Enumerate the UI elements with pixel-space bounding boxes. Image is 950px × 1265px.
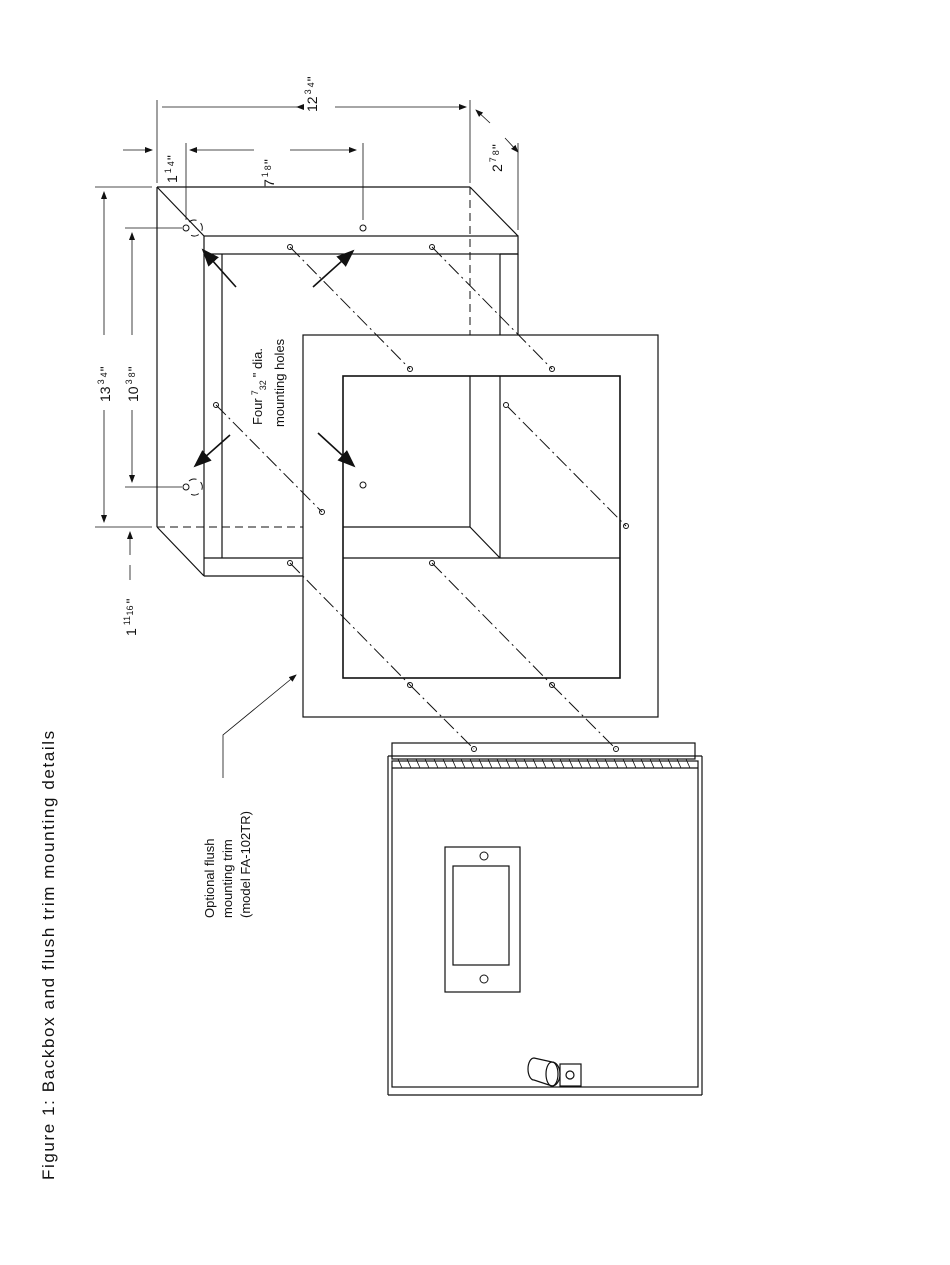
svg-text:114": 114"	[163, 155, 180, 183]
hinge-tick	[524, 759, 528, 768]
dim-left-offset: 114"	[163, 155, 180, 183]
hinge-tick	[578, 759, 582, 768]
hinge-tick	[542, 759, 546, 768]
hinge-tick	[632, 759, 636, 768]
door-panel	[388, 743, 702, 1095]
hinge-tick	[641, 759, 645, 768]
hinge-tick	[668, 759, 672, 768]
hinge-tick	[443, 759, 447, 768]
display-window	[445, 847, 520, 992]
hinge-tick	[569, 759, 573, 768]
hinge-tick	[407, 759, 411, 768]
hinge-tick	[470, 759, 474, 768]
keyhole-top	[183, 220, 202, 236]
hinge-tick	[605, 759, 609, 768]
door-lock	[528, 1058, 581, 1086]
hinge-tick	[452, 759, 456, 768]
hinge-tick	[659, 759, 663, 768]
hinge-tick	[686, 759, 690, 768]
hinge-tick	[434, 759, 438, 768]
svg-text:1234": 1234"	[303, 76, 320, 112]
svg-text:278": 278"	[488, 144, 505, 172]
hinge-tick	[425, 759, 429, 768]
figure-caption: Figure 1: Backbox and flush trim mountin…	[39, 729, 58, 1180]
hinge-tick	[560, 759, 564, 768]
svg-text:Four732" dia.: Four732" dia.	[250, 348, 268, 425]
hinge-tick	[650, 759, 654, 768]
hinge-tick	[614, 759, 618, 768]
svg-text:718": 718"	[260, 159, 277, 187]
svg-text:11116": 11116"	[122, 599, 139, 637]
svg-text:1334": 1334"	[96, 366, 113, 402]
hinge-tick	[488, 759, 492, 768]
hinge-tick	[416, 759, 420, 768]
hinge-tick	[677, 759, 681, 768]
dim-inner-height: 1038"	[124, 366, 141, 402]
svg-text:1038": 1038"	[124, 366, 141, 402]
hinge-tick	[461, 759, 465, 768]
svg-text:Figure 1: Backbox and flush tr: Figure 1: Backbox and flush trim mountin…	[39, 729, 58, 1180]
svg-text:mounting trim: mounting trim	[220, 839, 235, 918]
svg-text:Optional flush: Optional flush	[202, 839, 217, 919]
note-mounting-holes: Four732" dia. mounting holes	[250, 338, 287, 427]
svg-text:(model FA-102TR): (model FA-102TR)	[238, 811, 253, 918]
hinge-tick	[551, 759, 555, 768]
hinge-tick	[479, 759, 483, 768]
hinge-tick	[515, 759, 519, 768]
dim-hole-spacing: 718"	[260, 159, 277, 187]
dim-overall-height: 1334"	[96, 366, 113, 402]
hinge-tick	[533, 759, 537, 768]
hinge-tick	[398, 759, 402, 768]
hinge-tick	[497, 759, 501, 768]
flush-trim	[303, 335, 658, 717]
dim-overall-width: 1234"	[303, 76, 320, 112]
keyhole-bottom	[183, 479, 202, 495]
hinge-tick	[506, 759, 510, 768]
hinge-tick	[623, 759, 627, 768]
hinge-tick	[596, 759, 600, 768]
note-trim: Optional flush mounting trim (model FA-1…	[202, 811, 253, 918]
dim-bottom-offset: 11116"	[122, 599, 139, 637]
door-hinge	[398, 759, 690, 768]
hinge-tick	[587, 759, 591, 768]
svg-text:mounting holes: mounting holes	[272, 338, 287, 427]
dim-depth: 278"	[488, 144, 505, 172]
